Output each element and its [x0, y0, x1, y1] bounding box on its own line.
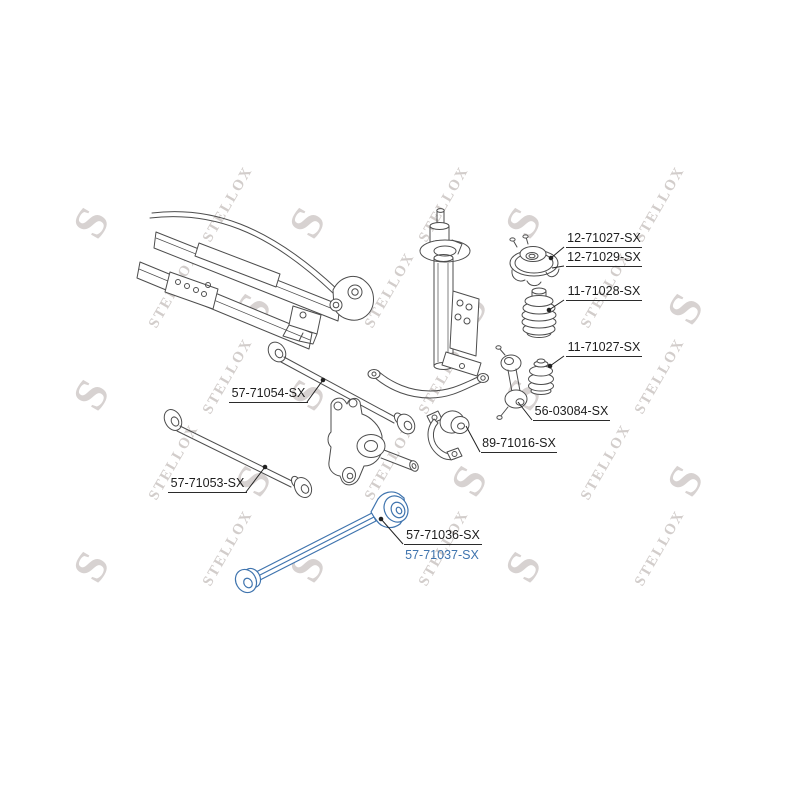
- leader-dot: [378, 516, 384, 522]
- subframe-crossmember: [136, 211, 374, 350]
- trailing-arm-highlighted: [234, 491, 409, 594]
- leader-line-12-71029-sx: [551, 265, 565, 269]
- leader-line-56-03084-sx: [517, 401, 533, 421]
- leader-dot: [262, 464, 268, 470]
- leader-line-57-71036-sx: [380, 518, 404, 545]
- part-label-57-71036-sx: 57-71036-SX: [404, 528, 482, 545]
- leader-dot: [548, 255, 554, 261]
- leader-dot: [320, 377, 326, 383]
- lateral-rod-upper: [267, 341, 416, 435]
- leader-line-12-71027-sx: [550, 246, 565, 259]
- strut-assembly: [419, 208, 482, 377]
- part-label-12-71027-sx: 12-71027-SX: [566, 231, 642, 248]
- leader-line-57-71054-sx: [306, 379, 324, 403]
- leader-lines: [245, 246, 565, 545]
- part-label-57-71037-sx[interactable]: 57-71037-SX: [405, 548, 479, 562]
- lateral-rod-lower: [163, 409, 313, 499]
- part-label-57-71053-sx: 57-71053-SX: [168, 476, 247, 493]
- leader-line-11-71028-sx: [548, 299, 565, 311]
- part-label-57-71054-sx: 57-71054-SX: [229, 386, 308, 403]
- part-label-89-71016-sx: 89-71016-SX: [481, 436, 557, 453]
- strut-mount: [509, 234, 560, 287]
- leader-dot: [547, 363, 553, 369]
- part-label-56-03084-sx: 56-03084-SX: [533, 404, 610, 421]
- knuckle-spindle: [327, 397, 419, 486]
- leader-line-57-71053-sx: [245, 466, 266, 493]
- part-label-12-71029-sx: 12-71029-SX: [566, 250, 642, 267]
- part-label-11-71027-sx: 11-71027-SX: [566, 340, 642, 357]
- stabilizer-bushing-bracket: [426, 410, 470, 461]
- leader-line-11-71027-sx: [549, 355, 565, 367]
- bump-stop: [528, 358, 554, 395]
- stabilizer-link: [495, 345, 528, 420]
- leader-dot: [546, 307, 552, 313]
- stabilizer-bar: [367, 369, 489, 399]
- part-label-11-71028-sx: 11-71028-SX: [566, 284, 642, 301]
- leader-line-89-71016-sx: [465, 425, 481, 453]
